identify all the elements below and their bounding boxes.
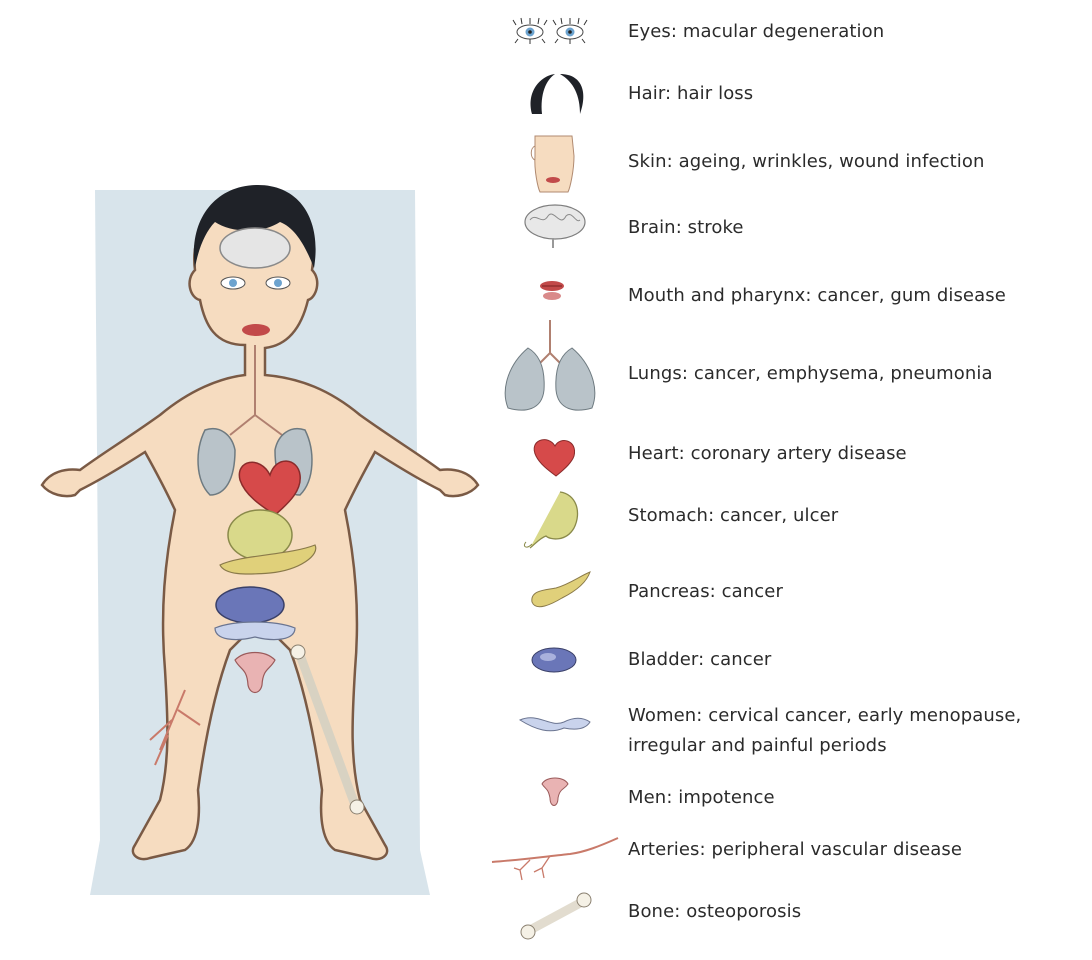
legend: Eyes: macular degeneration Hair: hair lo… bbox=[490, 0, 1090, 956]
legend-item-hair-label: Hair: hair loss bbox=[628, 79, 753, 109]
legend-item-arteries-label: Arteries: peripheral vascular disease bbox=[628, 835, 962, 865]
legend-item-heart-label: Heart: coronary artery disease bbox=[628, 439, 907, 469]
body-illustration bbox=[0, 150, 500, 910]
uterus-icon bbox=[490, 692, 620, 772]
legend-item-men-label: Men: impotence bbox=[628, 783, 775, 813]
bone-icon bbox=[490, 880, 620, 960]
legend-item-pancreas-label: Pancreas: cancer bbox=[628, 577, 783, 607]
brain bbox=[220, 228, 290, 268]
legend-item-women-label: Women: cervical cancer, early menopause, bbox=[628, 701, 1021, 731]
legend-item-mouth-label: Mouth and pharynx: cancer, gum disease bbox=[628, 281, 1006, 311]
legend-item-eyes-label: Eyes: macular degeneration bbox=[628, 17, 884, 47]
pancreas-icon bbox=[490, 560, 620, 640]
legend-item-bone-label: Bone: osteoporosis bbox=[628, 897, 801, 927]
legend-item-bladder-label: Bladder: cancer bbox=[628, 645, 771, 675]
lungs-icon bbox=[490, 318, 620, 428]
legend-item-women-label-2: irregular and painful periods bbox=[628, 731, 887, 761]
legend-item-lungs-label: Lungs: cancer, emphysema, pneumonia bbox=[628, 359, 993, 389]
stomach-icon bbox=[490, 484, 620, 564]
legend-item-skin-label: Skin: ageing, wrinkles, wound infection bbox=[628, 147, 985, 177]
skin-icon bbox=[490, 126, 620, 206]
legend-item-brain-label: Brain: stroke bbox=[628, 213, 744, 243]
legend-item-stomach-label: Stomach: cancer, ulcer bbox=[628, 501, 838, 531]
